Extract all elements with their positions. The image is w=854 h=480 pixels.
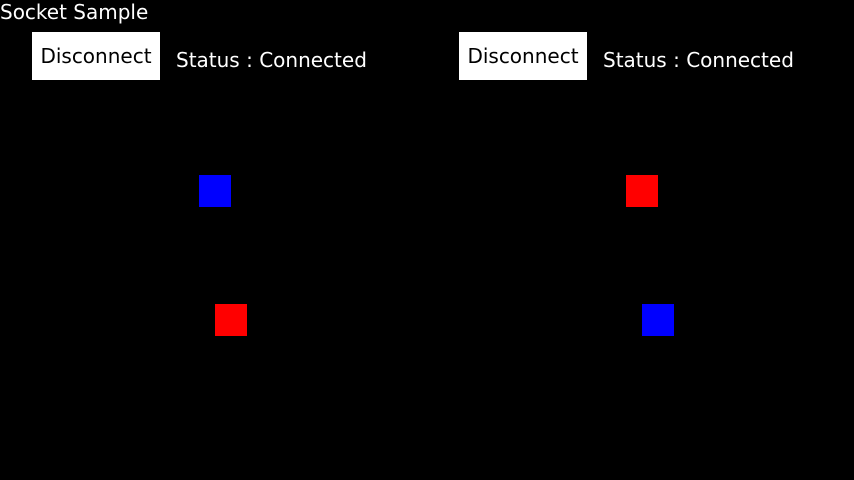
- status-value: Connected: [686, 48, 794, 72]
- status-label: Status: [176, 48, 240, 72]
- connection-status: Status : Connected: [603, 46, 794, 74]
- status-separator: :: [666, 48, 687, 72]
- app-title: Socket Sample: [0, 0, 149, 24]
- status-value: Connected: [259, 48, 367, 72]
- disconnect-button[interactable]: Disconnect: [32, 32, 160, 80]
- status-label: Status: [603, 48, 667, 72]
- client-panel-right: Disconnect Status : Connected: [427, 0, 854, 480]
- player-square-bottom: [642, 304, 674, 336]
- client-panel-left: Disconnect Status : Connected: [32, 32, 367, 336]
- player-square-bottom: [215, 304, 247, 336]
- status-separator: :: [239, 48, 260, 72]
- player-square-top: [626, 175, 658, 207]
- connection-status: Status : Connected: [176, 46, 367, 74]
- player-square-top: [199, 175, 231, 207]
- disconnect-button[interactable]: Disconnect: [459, 32, 587, 80]
